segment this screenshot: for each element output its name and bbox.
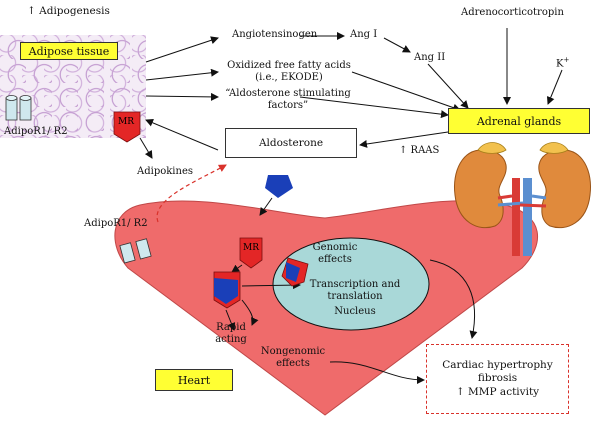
genomic-line1: Genomic — [312, 242, 358, 253]
acth-label: Adrenocorticotropin — [461, 7, 564, 18]
ffa-line1: Oxidized free fatty acids — [227, 60, 351, 71]
ffa-label: Oxidized free fatty acids (i.e., EKODE) — [222, 60, 356, 83]
asf-line1: “Aldosterone stimulating — [225, 88, 351, 99]
adipor-receptor-heart — [119, 238, 152, 264]
angiotensinogen-label: Angiotensinogen — [232, 29, 318, 40]
ffa-line2: (i.e., EKODE) — [255, 71, 323, 83]
asf-line2: factors” — [267, 99, 309, 111]
arrow-mr-complex — [231, 264, 243, 273]
arrow-ffa-adrenal — [351, 71, 461, 112]
outcome-mmp: ↑ MMP activity — [455, 385, 540, 398]
adipor-label-heart: AdipoR1/ R2 — [84, 218, 148, 229]
arrow-aldosterone-into-heart — [259, 197, 273, 216]
ang1-label: Ang I — [350, 29, 378, 40]
rapid-line2: acting — [215, 333, 247, 345]
transcription-line2: translation — [327, 290, 383, 302]
potassium-charge: + — [563, 56, 570, 64]
arrow-aldosterone-mr — [145, 119, 219, 151]
outcome-fibrosis: fibrosis — [477, 372, 518, 385]
adipokines-label: Adipokines — [137, 166, 193, 177]
mr-receptor-adipose-shape — [113, 111, 141, 143]
nucleus-complex — [281, 257, 309, 287]
arrow-ang2-adrenal — [427, 63, 469, 109]
adipogenesis-label: ↑ Adipogenesis — [27, 5, 110, 17]
aldosterone-box: Aldosterone — [225, 128, 357, 158]
heart-label: Heart — [155, 369, 233, 391]
arrow-nongenomic-outcome — [329, 361, 425, 384]
mr-receptor-heart-shape — [239, 237, 263, 269]
arrow-k-adrenal — [546, 69, 563, 105]
mr-aldosterone-complex — [213, 271, 241, 309]
cardiac-outcomes-box: Cardiac hypertrophy fibrosis ↑ MMP activ… — [426, 344, 569, 414]
transcription-label: Transcription and translation — [300, 279, 410, 302]
ang2-label: Ang II — [414, 52, 446, 63]
adrenal-glands-label: Adrenal glands — [448, 108, 590, 134]
arrow-to-angiotensinogen — [145, 36, 219, 63]
outcome-hypertrophy: Cardiac hypertrophy — [442, 359, 553, 372]
dashed-arrow-heart-aldosterone — [156, 164, 227, 223]
arrow-ang1-ang2 — [383, 37, 411, 53]
rapid-acting-label: Rapid acting — [206, 322, 256, 345]
nongenomic-line1: Nongenomic — [260, 346, 326, 357]
adipor-label-adipose: AdipoR1/ R2 — [4, 126, 68, 137]
kidneys-illustration — [453, 142, 592, 256]
arrow-genomic-outcome — [429, 259, 478, 339]
adipor-receptor-adipose — [5, 95, 32, 121]
transcription-line1: Transcription and — [309, 279, 401, 290]
nucleus-ellipse — [272, 237, 430, 331]
nongenomic-effects-label: Nongenomic effects — [258, 346, 328, 369]
mr-label-heart: MR — [243, 243, 259, 253]
mr-label-adipose: MR — [118, 117, 134, 127]
adipose-tissue-label: Adipose tissue — [20, 42, 118, 60]
arrow-asf-adrenal — [299, 96, 449, 119]
arrow-complex-down — [241, 299, 259, 326]
potassium-label: K+ — [556, 56, 569, 70]
genomic-effects-label: Genomic effects — [305, 242, 365, 265]
arrow-complex-transcription — [241, 281, 301, 290]
raas-label: ↑ RAAS — [399, 145, 440, 156]
rapid-line1: Rapid — [216, 322, 246, 333]
arrow-to-ffa — [145, 68, 219, 81]
arrow-complex-rapid — [225, 309, 236, 331]
asf-label: “Aldosterone stimulating factors” — [218, 88, 358, 111]
arrow-to-asf — [145, 92, 219, 101]
arrow-adrenal-aldosterone — [359, 131, 449, 148]
genomic-line2: effects — [318, 253, 352, 265]
nongenomic-line2: effects — [276, 357, 310, 369]
nucleus-label: Nucleus — [334, 306, 376, 317]
potassium-symbol: K — [556, 58, 564, 70]
aldosterone-molecule — [265, 175, 293, 198]
arrow-to-adipokines — [139, 137, 153, 159]
